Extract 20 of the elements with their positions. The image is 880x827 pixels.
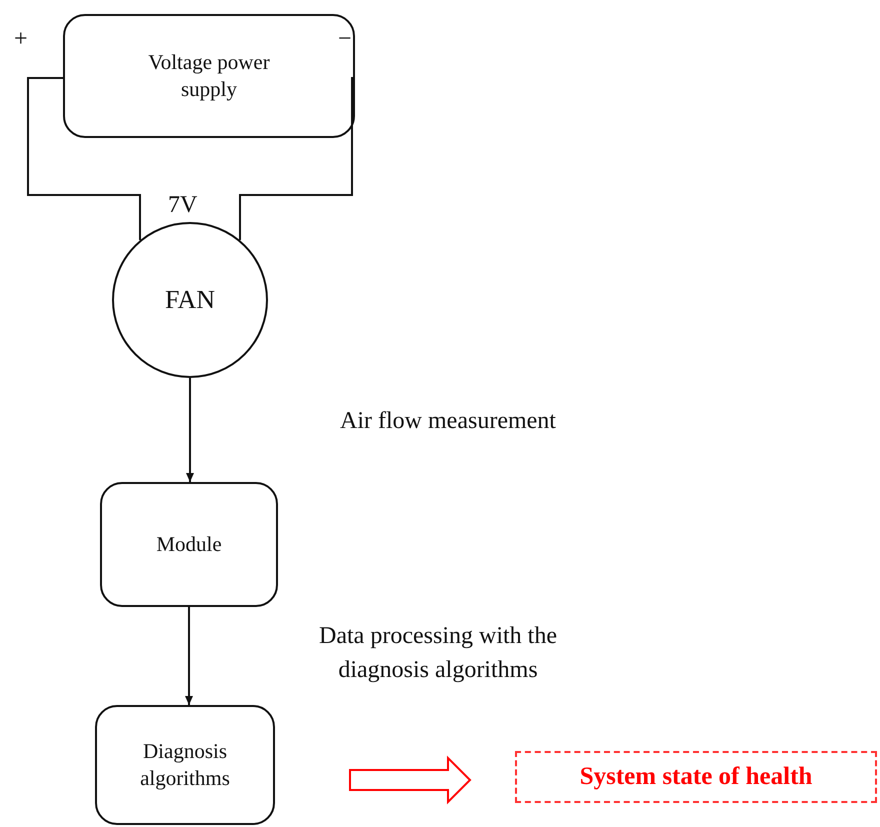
process-box xyxy=(100,482,278,607)
step-note: Data processing with the diagnosis algorithms xyxy=(318,622,558,685)
node-label: Module xyxy=(156,530,222,558)
wire xyxy=(239,77,355,240)
node-label: Voltage power supply xyxy=(147,48,271,103)
wire xyxy=(27,77,141,240)
step-note: Air flow measurement xyxy=(339,407,557,436)
node-label: Diagnosis algorithms xyxy=(139,738,231,792)
node-label: System state of health xyxy=(580,762,812,792)
fan-circle xyxy=(112,222,268,378)
polarity-label: − xyxy=(338,26,352,53)
arrow xyxy=(185,607,193,705)
voltage-label: 7V xyxy=(168,192,198,219)
process-box xyxy=(95,705,275,825)
polarity-label: + xyxy=(14,26,28,53)
block-arrow xyxy=(349,756,472,804)
process-box xyxy=(63,14,355,138)
node-label: FAN xyxy=(164,284,216,316)
result-box xyxy=(515,751,877,803)
arrow xyxy=(186,378,194,482)
